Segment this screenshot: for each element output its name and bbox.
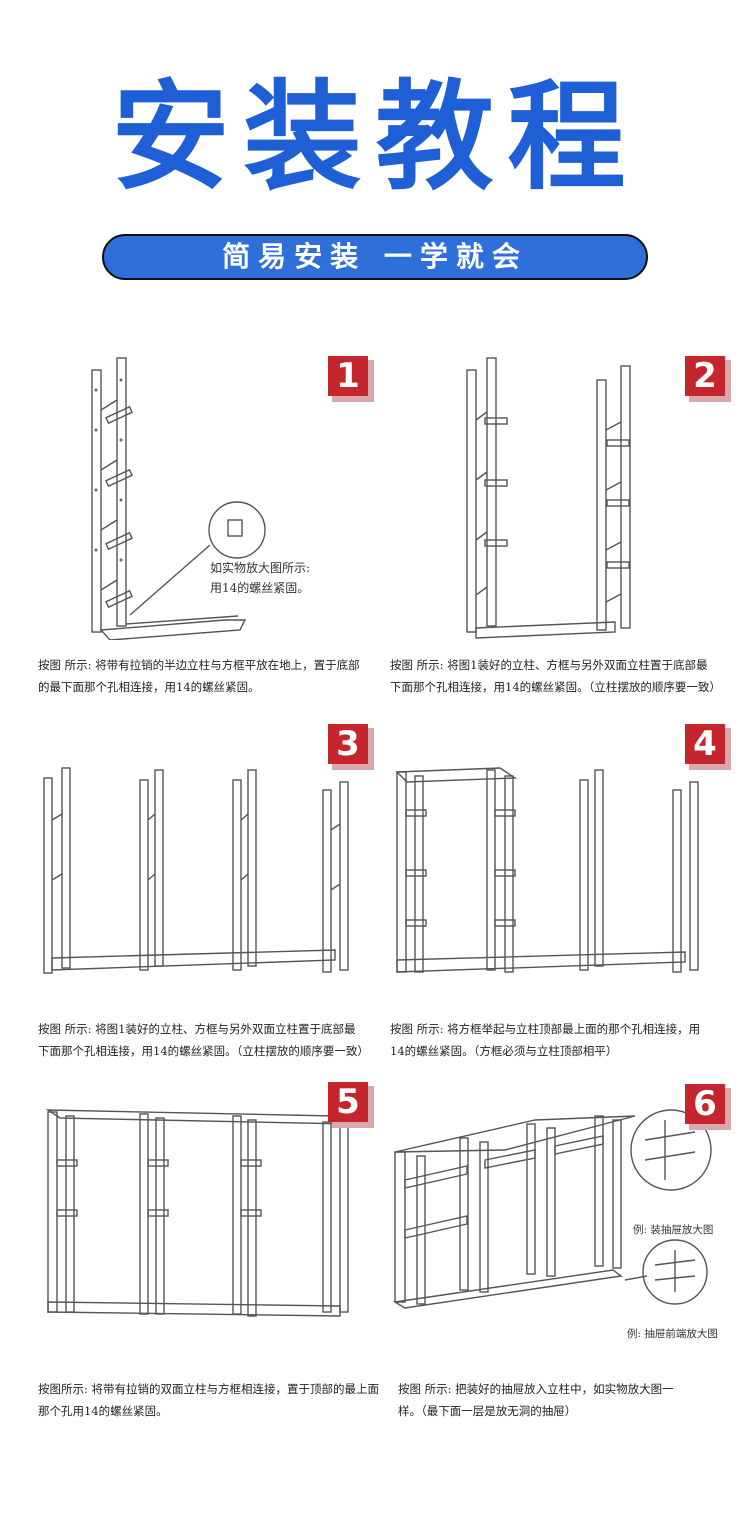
- step-4-caption: 按图 所示: 将方框举起与立柱顶部最上面的那个孔相连接，用 14的螺丝紧固。（方…: [390, 1022, 701, 1058]
- step-6-caption: 按图 所示: 把装好的抽屉放入立柱中，如实物放大图一 样。（最下面一层是放无洞的…: [398, 1382, 674, 1418]
- slogan-text: 简易安装 一学就会: [222, 240, 528, 273]
- step-4: 4: [375, 720, 751, 1010]
- step-1-diagram: [91, 357, 266, 640]
- step-badge: 5: [328, 1082, 374, 1128]
- step-1-caption: 按图 所示: 将带有拉销的半边立柱与方框平放在地上，置于底部 的最下面那个孔相连…: [38, 658, 360, 694]
- step-badge: 2: [685, 356, 731, 402]
- step-badge: 6: [685, 1084, 731, 1130]
- zoom-note-drawer: 例: 装抽屉放大图: [633, 1224, 714, 1236]
- step-badge: 1: [328, 356, 374, 402]
- step-badge: 3: [328, 724, 374, 770]
- step-1: 1 如实物放大图所示: 用14的螺丝紧固。: [0, 340, 375, 640]
- step-3-caption: 按图 所示: 将图1装好的立柱、方框与另外双面立柱置于底部最 下面那个孔相连接，…: [38, 1022, 369, 1058]
- step-4-diagram: [395, 767, 699, 973]
- step-2-caption: 按图 所示: 将图1装好的立柱、方框与另外双面立柱置于底部最 下面那个孔相连接，…: [390, 658, 721, 694]
- step-5: 5: [0, 1080, 375, 1330]
- step-3-diagram: [43, 767, 349, 974]
- callout-text: 如实物放大图所示: 用14的螺丝紧固。: [210, 561, 311, 595]
- slogan-banner: 简易安装 一学就会: [102, 234, 648, 280]
- zoom-note-front: 例: 抽屉前端放大图: [627, 1328, 718, 1340]
- step-6-diagram: [392, 1109, 712, 1309]
- page-title: 安装教程: [111, 68, 640, 206]
- step-5-caption: 按图所示: 将带有拉销的双面立柱与方框相连接，置于顶部的最上面 那个孔用14的螺…: [38, 1382, 380, 1418]
- step-2-diagram: [466, 357, 631, 639]
- step-6: 6 例: 装抽屉放大图 例: 抽屉前端放大图: [375, 1080, 751, 1350]
- step-3: 3: [0, 720, 375, 1010]
- step-5-diagram: [45, 1109, 351, 1317]
- step-badge: 4: [685, 724, 731, 770]
- step-2: 2: [375, 340, 751, 640]
